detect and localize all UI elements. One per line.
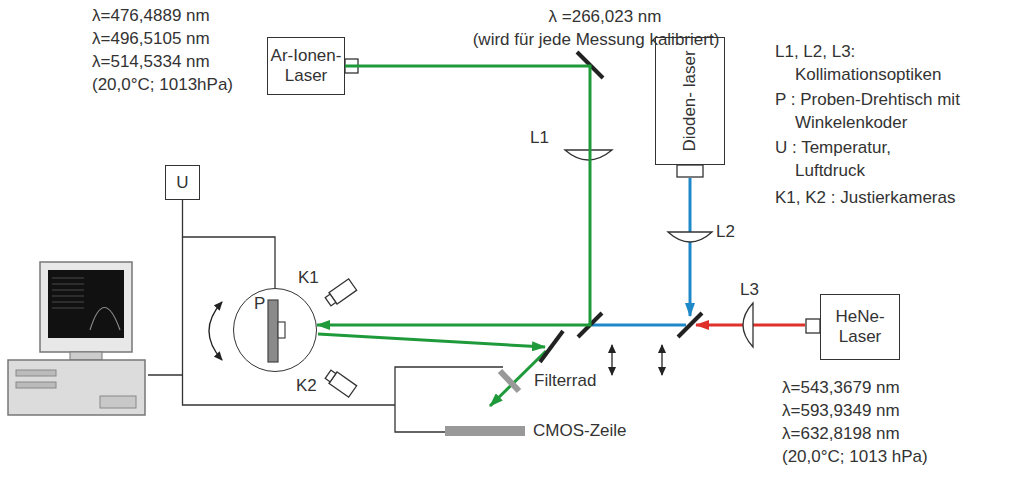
screen-lines <box>52 278 84 308</box>
annotation: λ=543,3679 nm <box>782 376 900 399</box>
legend-note: L1, L2, L3: Kollimationsoptiken <box>775 40 965 86</box>
annotation: (20,0°C; 1013hPa) <box>92 73 233 96</box>
move-arrow <box>661 345 662 375</box>
pc-case <box>8 360 145 415</box>
annotation: L1 <box>530 126 549 149</box>
annotation: Filterrad <box>534 369 596 392</box>
laser-box: Ar-Ionen- Laser <box>267 37 345 95</box>
cmos-line-sensor <box>445 426 525 436</box>
sample-holder <box>278 322 285 338</box>
beam-splitter <box>540 331 563 362</box>
reflected-beam <box>318 334 545 347</box>
annotation: CMOS-Zeile <box>533 419 627 442</box>
annotation: λ=593,9349 nm <box>782 399 900 422</box>
screen-curve <box>90 308 120 331</box>
annotation: (20,0°C; 1013 hPa) <box>782 445 928 468</box>
annotation: K1 <box>298 266 319 289</box>
annotation: K2 <box>296 374 317 397</box>
box-label: U <box>168 173 197 193</box>
camera-k2 <box>324 369 357 398</box>
annotation: L3 <box>740 278 759 301</box>
monitor-stand <box>70 352 102 360</box>
wire <box>148 374 183 375</box>
wire <box>183 237 396 405</box>
screen <box>48 270 124 338</box>
annotation: λ=476,4889 nm <box>92 4 210 27</box>
drive-slot <box>16 382 56 388</box>
wire <box>395 367 503 432</box>
annotation: (wird für jede Messung kalibriert) <box>473 28 720 51</box>
legend-note: K1, K2 : Justierkameras <box>775 186 955 209</box>
annotation: λ=496,5105 nm <box>92 27 210 50</box>
legend-note: U : Temperatur, Luftdruck <box>775 136 965 182</box>
laser-beam <box>317 66 590 325</box>
lens <box>668 232 712 242</box>
filter-wheel <box>500 371 519 391</box>
move-arrow <box>611 345 612 375</box>
lens <box>743 303 753 347</box>
computer-icon <box>8 262 145 415</box>
annotation: λ =266,023 nm <box>549 5 662 28</box>
diode-beam <box>592 324 686 327</box>
diode-beam <box>689 178 692 316</box>
box-label: HeNe- Laser <box>823 307 897 347</box>
box-label: Ar-Ionen- Laser <box>270 46 342 86</box>
rotation-arrow <box>209 302 222 360</box>
laser-port <box>806 319 820 333</box>
stage-label: P <box>254 294 265 314</box>
camera-k1 <box>324 279 357 308</box>
pc-panel <box>100 396 136 408</box>
laser-port <box>677 165 703 177</box>
signal-wire <box>183 200 276 288</box>
rotary-stage: P <box>233 288 317 372</box>
annotation: L2 <box>716 220 735 243</box>
sample <box>268 300 278 362</box>
annotation: λ=514,5334 nm <box>92 50 210 73</box>
laser-box: HeNe- Laser <box>820 294 900 360</box>
legend-note: P : Proben-Drehtisch mit Winkelenkoder <box>775 88 965 134</box>
drive-slot <box>16 370 56 376</box>
annotation: λ=632,8198 nm <box>782 422 900 445</box>
monitor <box>40 262 132 352</box>
laser-box: Dioden- laser <box>655 37 725 165</box>
box-label: Dioden- laser <box>680 41 700 161</box>
mirror <box>678 313 702 337</box>
sensor-box: U <box>165 165 200 200</box>
